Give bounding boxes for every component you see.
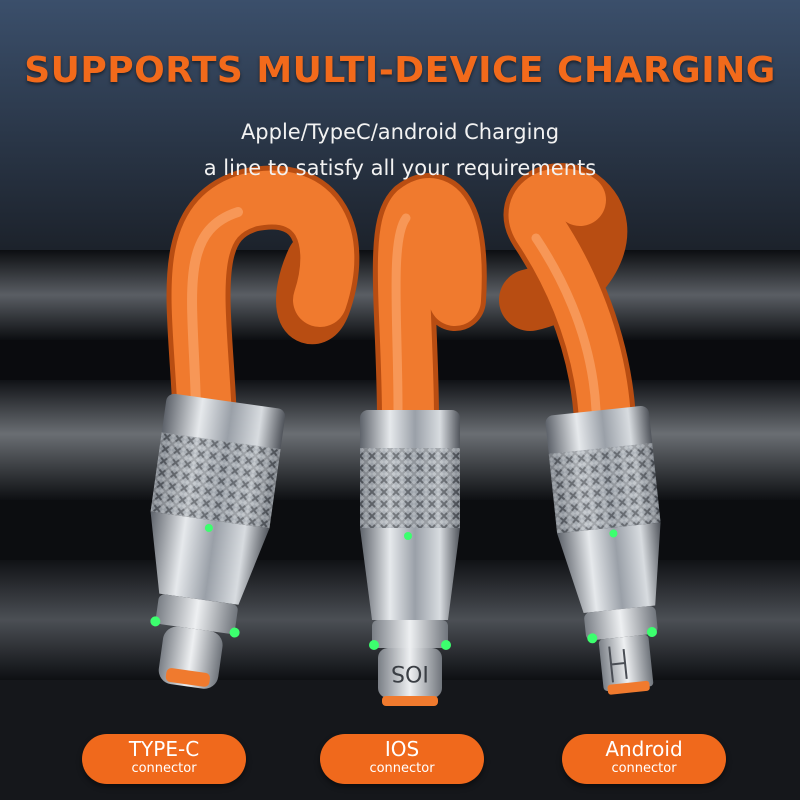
headline: SUPPORTS MULTI-DEVICE CHARGING (24, 50, 776, 91)
connector-badge-label: Android (605, 737, 683, 761)
cable-loop-middle (372, 173, 487, 451)
connector-badge-sublabel: connector (611, 761, 677, 776)
type-c-connector (150, 393, 286, 689)
subtitle-line-1: Apple/TypeC/android Charging (240, 120, 560, 144)
connector-badge-type-c: TYPE-C connector (82, 734, 246, 784)
connector-badge-android: Android connector (562, 734, 726, 784)
connector-badge-sublabel: connector (369, 761, 435, 776)
connector-badge-label: TYPE-C (128, 737, 200, 761)
cable-loop-left (166, 165, 360, 452)
subtitle-line-2: a line to satisfy all your requirements (203, 156, 597, 180)
android-connector (545, 405, 661, 695)
connector-badge-sublabel: connector (131, 761, 197, 776)
connector-badge-label: IOS (384, 737, 420, 761)
cable-loop-right (499, 163, 636, 451)
ios-plug-text: IOS (391, 660, 429, 685)
ios-connector: IOS (360, 410, 460, 706)
connector-badge-ios: IOS connector (320, 734, 484, 784)
